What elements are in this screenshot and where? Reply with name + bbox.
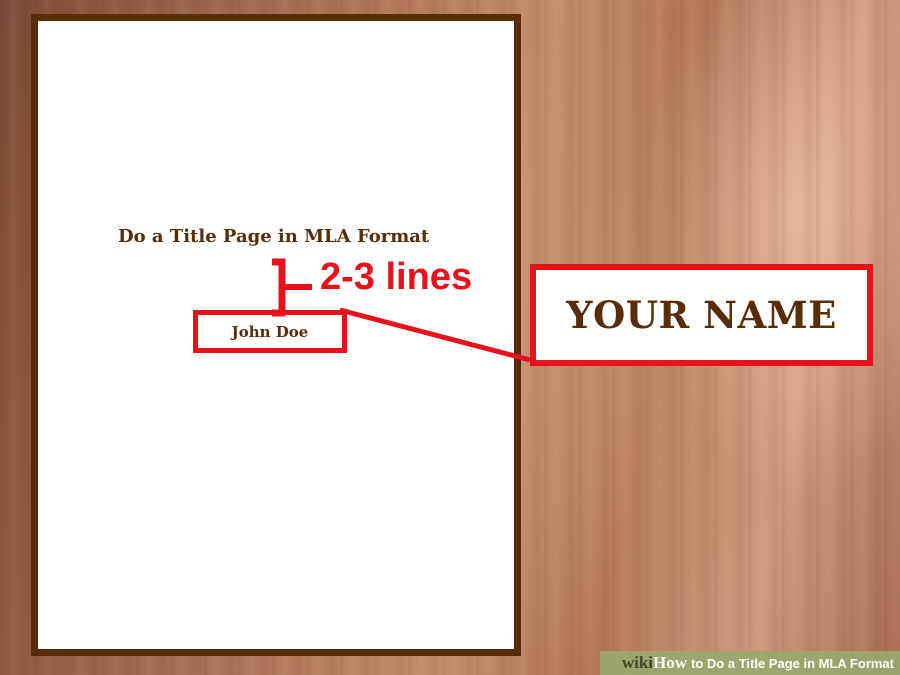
author-name: John Doe [231, 322, 309, 341]
watermark-title: to Do a Title Page in MLA Format [691, 655, 894, 671]
logo-wiki: wiki [621, 653, 654, 672]
name-highlight-box: John Doe [193, 310, 347, 353]
logo-how: How [653, 653, 688, 672]
wikihow-watermark: wikiHow to Do a Title Page in MLA Format [600, 651, 900, 675]
wikihow-logo: wikiHow [622, 653, 687, 673]
callout-label: YOUR NAME [566, 293, 837, 337]
spacing-label: 2-3 lines [320, 256, 473, 298]
your-name-callout: YOUR NAME [530, 264, 873, 366]
paper-sheet: Do a Title Page in MLA Format 2-3 lines … [31, 14, 521, 656]
document-title: Do a Title Page in MLA Format [118, 226, 430, 247]
